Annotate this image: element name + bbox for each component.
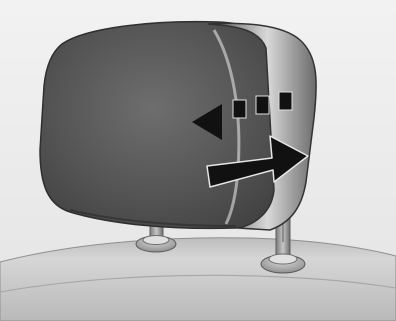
headrest-front [40, 22, 276, 229]
arrow-dash [279, 92, 292, 110]
arrow-dash [256, 96, 269, 114]
headrest [40, 22, 316, 230]
arrow-dash [233, 100, 246, 118]
seat-back [0, 238, 396, 321]
post-collar-left [136, 236, 176, 253]
